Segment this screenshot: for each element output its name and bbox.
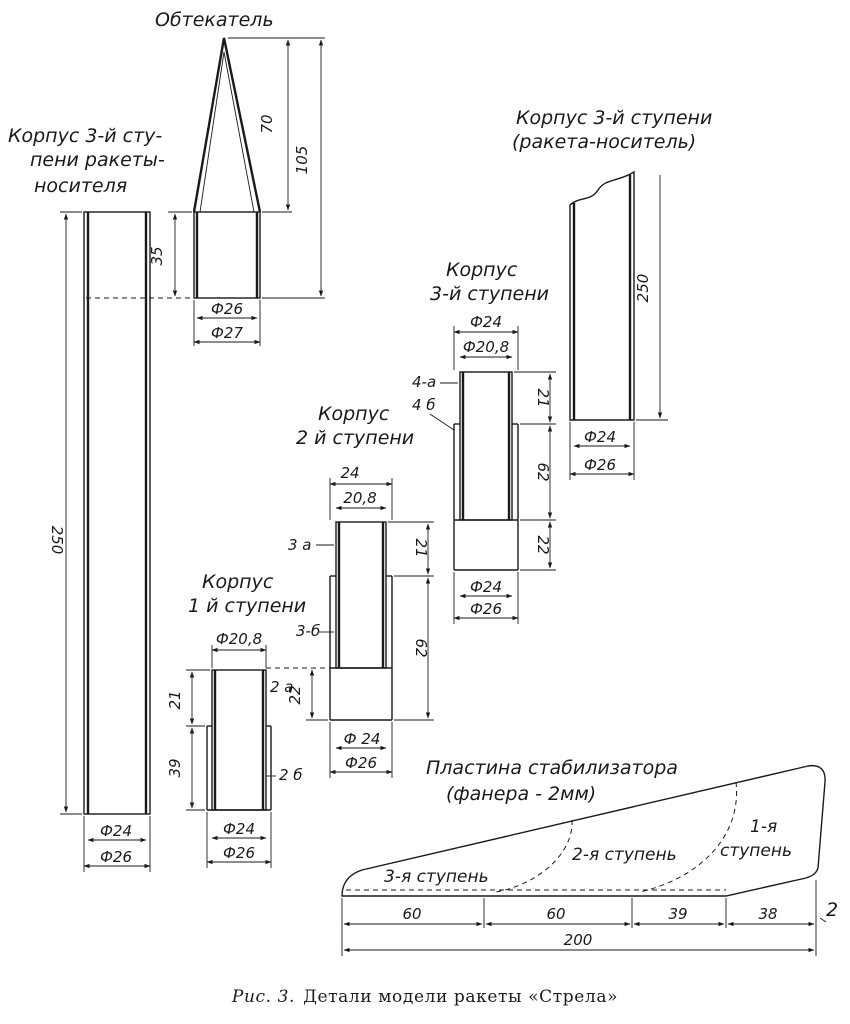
- stage3-long-title-line-2: пени ракеты-: [30, 149, 165, 171]
- stabilizer-title-line-2: (фанера - 2мм): [446, 783, 596, 805]
- stage2-dim-upper: 21: [412, 538, 430, 557]
- stage2-dim-lower: 22: [286, 685, 304, 704]
- figure-caption-prefix: Рис. 3.: [231, 987, 295, 1007]
- stage1-dim-upper: 21: [166, 690, 184, 709]
- stage3-long-dim-outer: Ф26: [100, 848, 132, 866]
- stage1-inner-tube: [211, 669, 267, 811]
- stage3-long-tube: [83, 211, 151, 815]
- stage3-body-dim-bottom-inner: Ф24: [470, 578, 502, 596]
- stage3-carrier-title-line-1: Корпус 3-й ступени: [516, 107, 712, 129]
- stage3-body-title-line-2: 3-й ступени: [430, 283, 549, 305]
- stage1-label-2b: 2 б: [279, 766, 303, 784]
- stage2-dim-bottom-outer: Ф26: [345, 754, 377, 772]
- stage2-dim-middle: 62: [412, 638, 430, 657]
- stabilizer-zone-3: 3-я ступень: [384, 867, 489, 887]
- fairing-shoulder: [193, 211, 261, 299]
- stage3-body-dim-upper: 21: [534, 388, 552, 407]
- stage3-body-dim-top-outer: Ф24: [470, 313, 502, 331]
- stage3-long-title-line-1: Корпус 3-й сту-: [8, 125, 162, 147]
- stage2-title-line-2: 2 й ступени: [296, 427, 414, 449]
- stabilizer-dim-thickness: 2: [826, 899, 838, 921]
- fairing-group: Обтекатель 70 105 35 Ф26 Ф27: [148, 9, 325, 346]
- stage3-body-title-line-1: Корпус: [446, 259, 518, 281]
- stage3-body-group: Корпус 3-й ступени Ф24 Ф20,8 4-а 4 б 21 …: [412, 259, 556, 624]
- fairing-cone: [192, 37, 262, 213]
- fairing-dim-cone: 70: [258, 114, 276, 133]
- stage2-title-line-1: Корпус: [318, 403, 390, 425]
- stage1-title-line-2: 1 й ступени: [188, 595, 306, 617]
- stage3-carrier-dim-outer: Ф26: [584, 456, 616, 474]
- stabilizer-dim-seg3: 39: [668, 905, 687, 923]
- stage1-dim-bottom-outer: Ф26: [223, 844, 255, 862]
- stage3-body-dim-bottom-outer: Ф26: [470, 600, 502, 618]
- stage3-carrier-dim-inner: Ф24: [584, 428, 616, 446]
- stabilizer-dim-seg4: 38: [758, 905, 777, 923]
- stage3-long-dim-length: 250: [48, 526, 66, 555]
- stage2-label-3a: 3 а: [288, 536, 312, 554]
- stage3-body-dim-middle: 62: [534, 462, 552, 481]
- stage1-label-2a: 2 а: [270, 678, 294, 696]
- stabilizer-dim-seg1: 60: [402, 905, 421, 923]
- stabilizer-boundary-2-3: [495, 819, 573, 893]
- fairing-dim-outer: Ф27: [211, 324, 243, 342]
- stage3-body-dim-lower: 22: [534, 535, 552, 554]
- stage3-carrier-dim-length: 250: [634, 274, 652, 303]
- stage3-long-dim-inner: Ф24: [100, 822, 132, 840]
- stage2-inner-tube: [335, 521, 387, 669]
- stage3-long-group: Корпус 3-й сту- пени ракеты- носителя 25…: [8, 125, 165, 872]
- stage3-carrier-tube: [569, 170, 635, 421]
- fairing-dim-inner: Ф26: [211, 300, 243, 318]
- stabilizer-zone-2: 2-я ступень: [572, 845, 677, 865]
- stage3-body-label-4b: 4 б: [412, 396, 436, 414]
- stabilizer-group: Пластина стабилизатора (фанера - 2мм) 3-…: [341, 757, 838, 956]
- stage3-body-inner-tube: [459, 371, 513, 521]
- stage1-dim-bottom-inner: Ф24: [223, 820, 255, 838]
- stage2-body-group: Корпус 2 й ступени 24 20,8 3 а 3-б 21 62: [286, 403, 434, 778]
- stage2-dim-top-outer: 24: [340, 464, 359, 482]
- stage2-label-3b: 3-б: [296, 622, 320, 640]
- stage3-carrier-title-line-2: (ракета-носитель): [512, 131, 696, 153]
- stabilizer-dim-total: 200: [564, 931, 593, 949]
- stabilizer-zone-1-line-1: 1-я: [750, 817, 777, 837]
- stage3-body-dim-top-inner: Ф20,8: [463, 338, 509, 356]
- fairing-dim-total: 105: [293, 146, 311, 175]
- stage3-carrier-group: Корпус 3-й ступени (ракета-носитель) 250…: [512, 107, 712, 480]
- stage1-dim-lower: 39: [166, 758, 184, 777]
- stage2-dim-top-inner: 20,8: [343, 489, 376, 507]
- stage1-title-line-1: Корпус: [202, 571, 274, 593]
- stage3-body-label-4a: 4-а: [412, 373, 436, 391]
- stabilizer-title-line-1: Пластина стабилизатора: [426, 757, 678, 779]
- stabilizer-boundary-1-2: [639, 781, 738, 893]
- stage1-dim-top-inner: Ф20,8: [216, 630, 262, 648]
- stabilizer-dim-seg2: 60: [546, 905, 565, 923]
- stage1-body-group: Корпус 1 й ступени Ф20,8 2 а 2 б 21 39 Ф…: [166, 571, 306, 868]
- stage3-long-title-line-3: носителя: [34, 175, 127, 197]
- fairing-dim-shoulder: 35: [148, 246, 166, 265]
- stage2-dim-bottom-inner: Ф 24: [344, 730, 381, 748]
- stabilizer-plate: [341, 764, 826, 897]
- figure-caption: Рис. 3. Детали модели ракеты «Стрела»: [231, 987, 618, 1007]
- stabilizer-zone-1-line-2: ступень: [720, 841, 792, 861]
- fairing-title: Обтекатель: [155, 9, 274, 31]
- figure-caption-text: Детали модели ракеты «Стрела»: [303, 987, 618, 1007]
